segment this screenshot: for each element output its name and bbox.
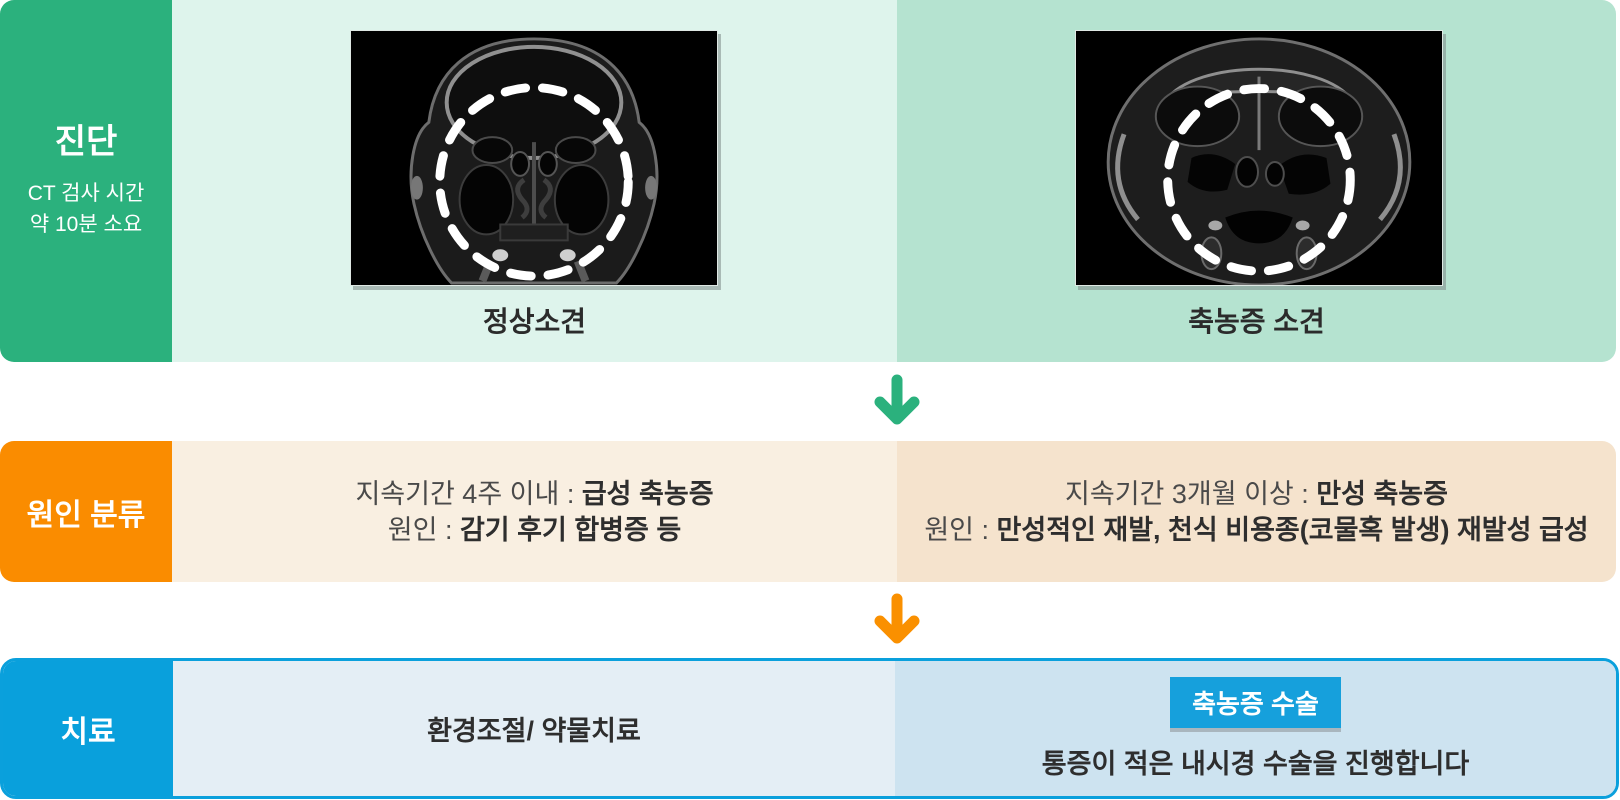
diagnosis-left-panel: 정상소견: [172, 0, 897, 362]
treatment-row: 치료 환경조절/ 약물치료 축농증 수술 통증이 적은 내시경 수술을 진행합니…: [0, 658, 1619, 799]
diagnosis-sidebar: 진단 CT 검사 시간 약 10분 소요: [0, 0, 172, 362]
acute-sinusitis-text: 지속기간 4주 이내 : 급성 축농증 원인 : 감기 후기 합병증 등: [172, 441, 897, 582]
causes-left-panel: 지속기간 4주 이내 : 급성 축농증 원인 : 감기 후기 합병증 등: [172, 441, 897, 582]
ct-scan-normal-graphic: [351, 31, 717, 285]
orange-down-arrow-icon: [872, 593, 922, 650]
causes-sidebar: 원인 분류: [0, 441, 172, 582]
chronic-sinusitis-line2: 원인 : 만성적인 재발, 천식 비용종(코물혹 발생) 재발성 급성: [924, 514, 1589, 545]
ct-scan-normal-image: [350, 30, 718, 286]
treatment-left-panel: 환경조절/ 약물치료: [173, 661, 895, 796]
diagnosis-subtitle: CT 검사 시간 약 10분 소요: [28, 178, 145, 240]
treatment-right-panel: 축농증 수술 통증이 적은 내시경 수술을 진행합니다: [895, 661, 1616, 796]
normal-finding-label: 정상소견: [482, 306, 587, 337]
treatment-sidebar: 치료: [3, 661, 173, 796]
acute-sinusitis-line2: 원인 : 감기 후기 합병증 등: [387, 514, 682, 545]
diagnosis-right-panel: 축농증 소견: [897, 0, 1616, 362]
causes-title: 원인 분류: [26, 498, 146, 532]
sinusitis-finding-label: 축농증 소견: [1188, 306, 1325, 337]
ct-scan-sinusitis-image: [1075, 30, 1443, 286]
ct-scan-sinusitis-graphic: [1076, 31, 1442, 285]
diagnosis-row: 진단 CT 검사 시간 약 10분 소요: [0, 0, 1616, 362]
green-down-arrow-icon: [872, 374, 922, 431]
surgery-caption: 통증이 적은 내시경 수술을 진행합니다: [1041, 748, 1470, 779]
diagnosis-subtitle-line2: 약 10분 소요: [29, 213, 143, 237]
chronic-sinusitis-text: 지속기간 3개월 이상 : 만성 축농증 원인 : 만성적인 재발, 천식 비용…: [897, 441, 1616, 582]
treatment-title: 치료: [60, 715, 116, 749]
chronic-sinusitis-line1: 지속기간 3개월 이상 : 만성 축농증: [1065, 478, 1448, 509]
diagnosis-title: 진단: [54, 122, 118, 161]
acute-sinusitis-line1: 지속기간 4주 이내 : 급성 축농증: [355, 478, 714, 509]
diagnosis-subtitle-line1: CT 검사 시간: [27, 182, 145, 206]
causes-right-panel: 지속기간 3개월 이상 : 만성 축농증 원인 : 만성적인 재발, 천식 비용…: [897, 441, 1616, 582]
causes-row: 원인 분류 지속기간 4주 이내 : 급성 축농증 원인 : 감기 후기 합병증…: [0, 441, 1616, 582]
medication-treatment-text: 환경조절/ 약물치료: [427, 716, 641, 746]
sinusitis-surgery-button[interactable]: 축농증 수술: [1170, 676, 1341, 728]
